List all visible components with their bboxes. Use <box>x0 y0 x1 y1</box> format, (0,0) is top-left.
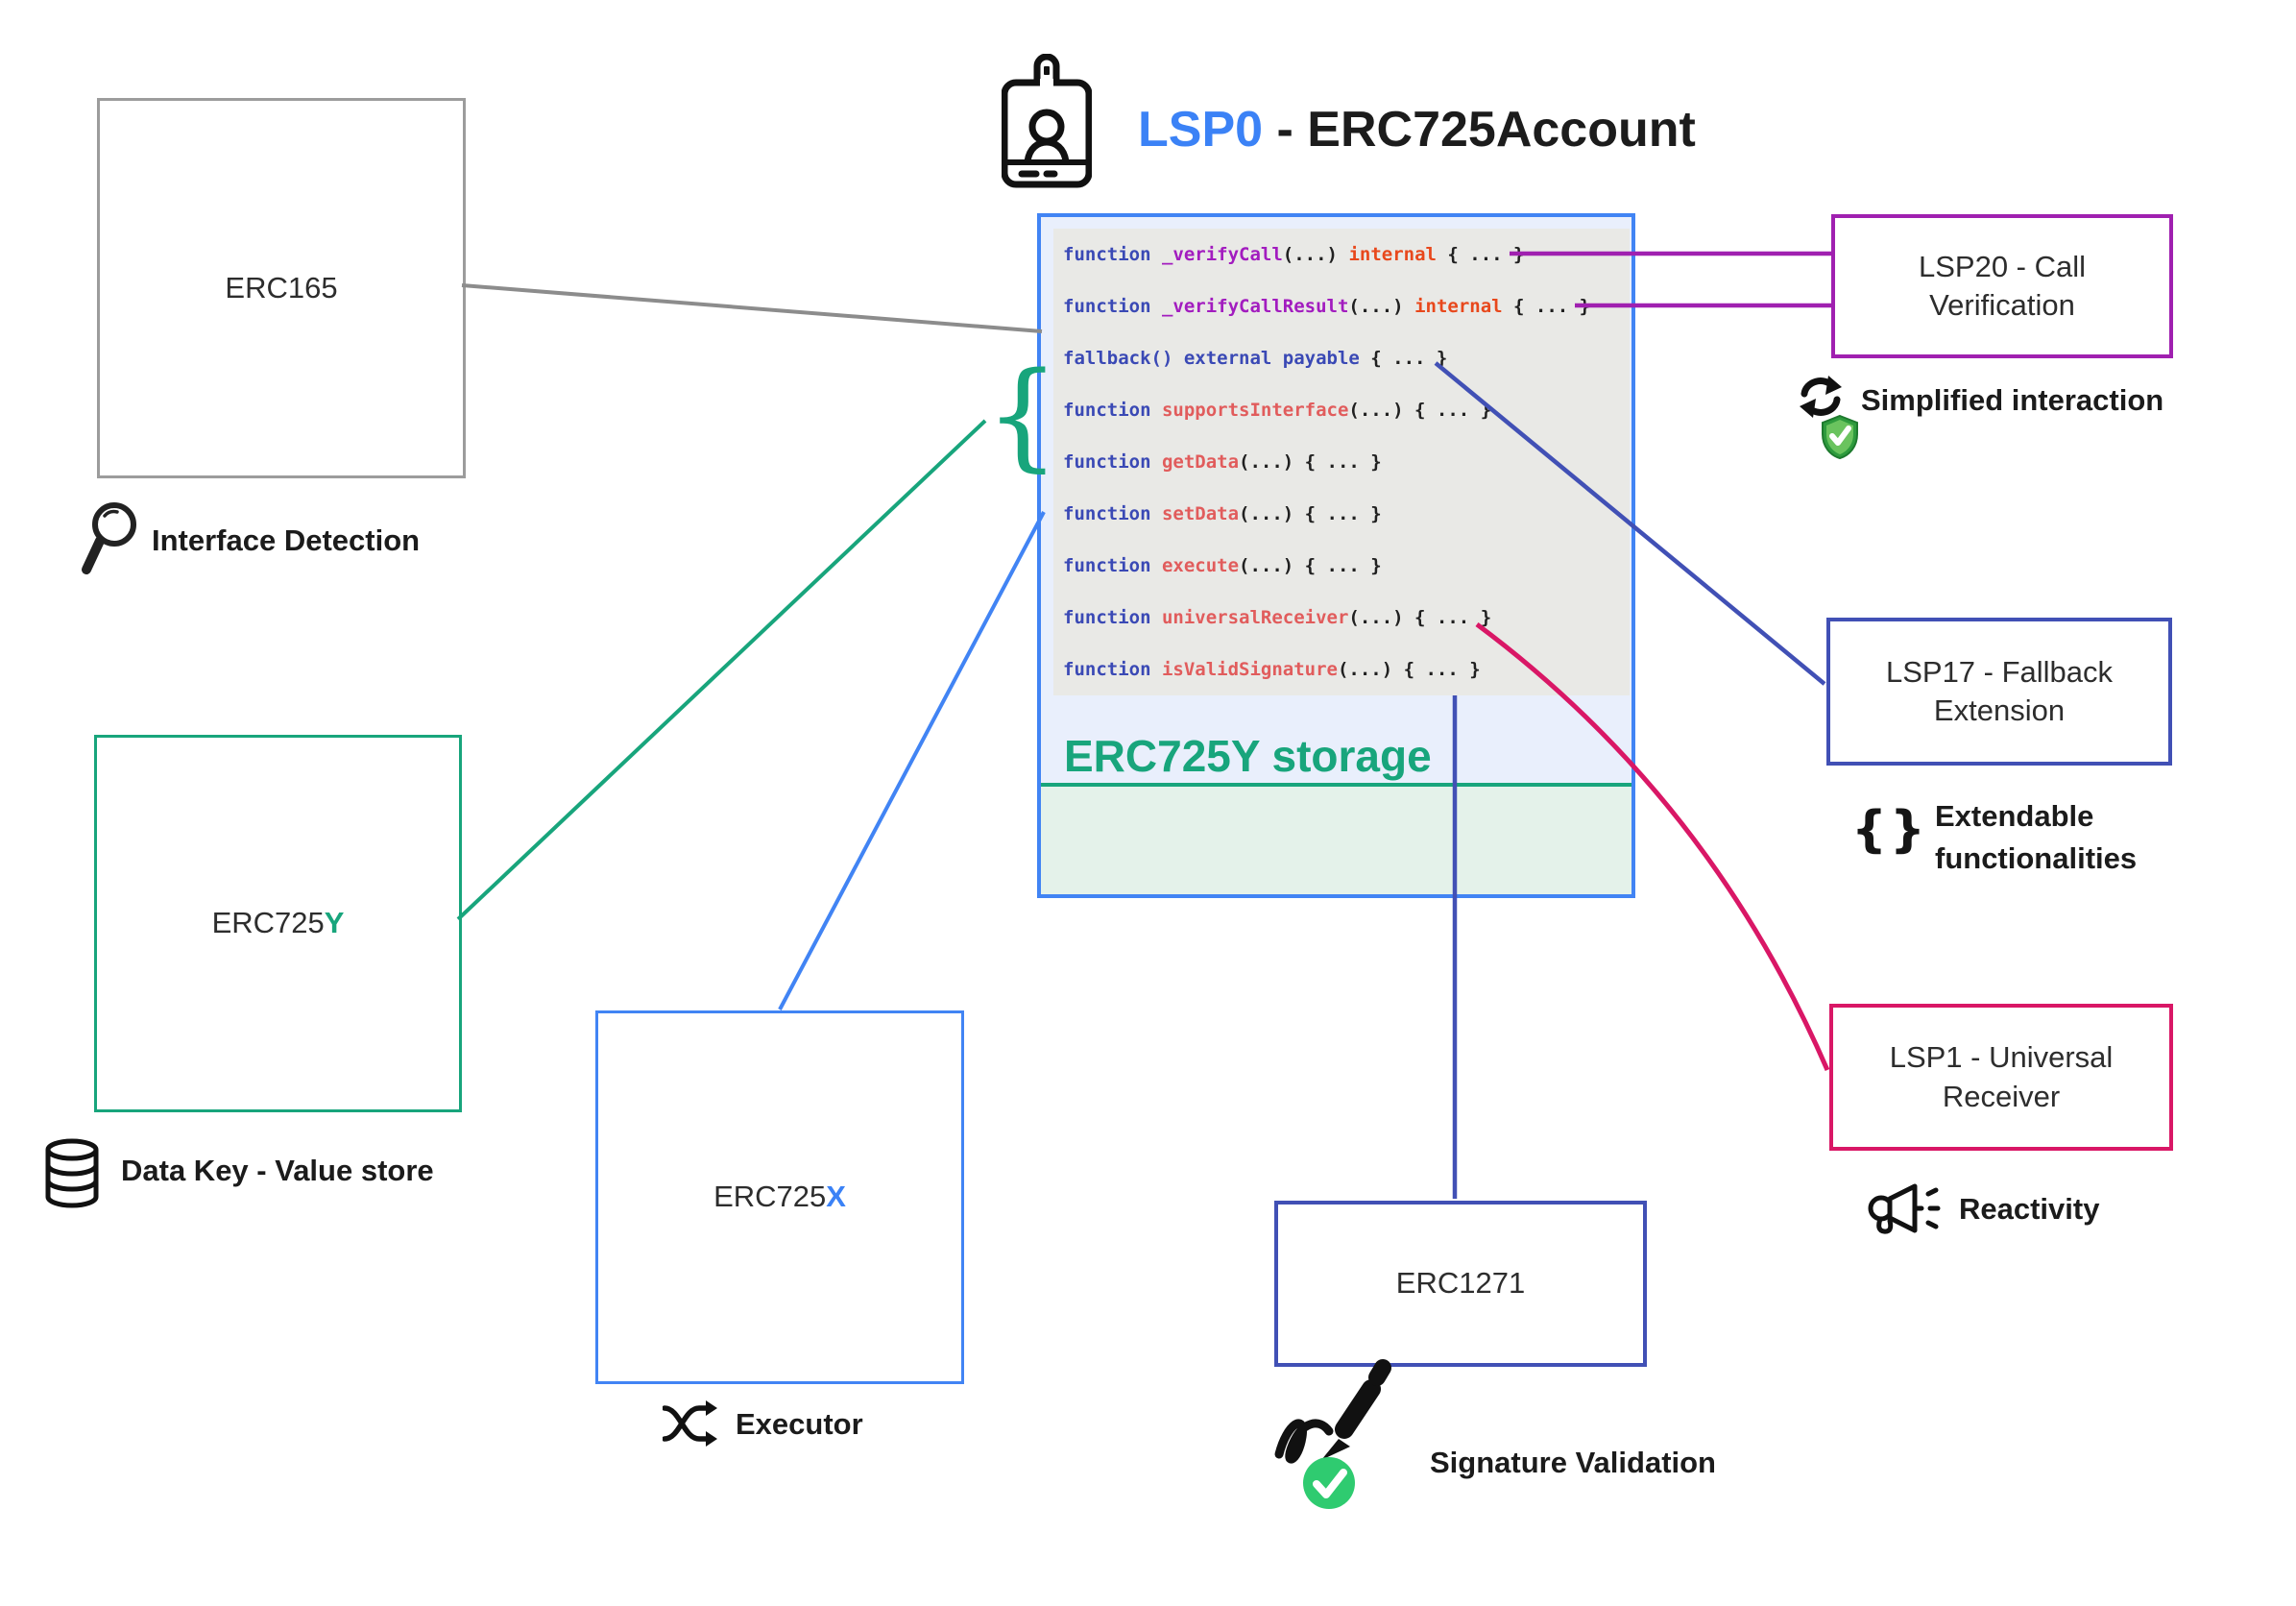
code-line: function execute(...) { ... } <box>1063 555 1382 576</box>
box-lsp17: LSP17 - Fallback Extension <box>1826 618 2172 766</box>
box-erc165-label: ERC165 <box>225 270 338 304</box>
code-line: fallback() external payable { ... } <box>1063 348 1448 369</box>
box-erc725y-label: ERC725Y <box>212 904 345 942</box>
signature-icon <box>1274 1359 1391 1509</box>
box-erc725y-prefix: ERC725 <box>211 906 325 940</box>
code-line: function isValidSignature(...) { ... } <box>1063 659 1481 680</box>
caption-signature-validation: Signature Validation <box>1430 1446 1716 1479</box>
page-title-highlight: LSP0 <box>1138 102 1264 158</box>
code-line: function _verifyCallResult(...) internal… <box>1063 296 1591 317</box>
code-panel: function _verifyCall(...) internal { ...… <box>1053 229 1630 695</box>
shield-check-icon <box>1822 414 1858 460</box>
box-lsp20: LSP20 - Call Verification <box>1831 214 2173 358</box>
grouping-brace: { <box>985 347 1060 483</box>
code-line: function universalReceiver(...) { ... } <box>1063 607 1492 628</box>
caption-simplified-interaction: Simplified interaction <box>1861 383 2164 417</box>
page-title: LSP0 - ERC725Account <box>1138 99 1696 160</box>
box-erc725y-suffix: Y <box>324 906 345 940</box>
page-title-rest: - ERC725Account <box>1263 102 1696 158</box>
box-lsp17-label: LSP17 - Fallback Extension <box>1885 654 2114 727</box>
connector-erc725x <box>778 511 1046 1010</box>
caption-data-key-value-store: Data Key - Value store <box>121 1154 434 1187</box>
connector-erc165 <box>461 283 1043 333</box>
box-erc725x-prefix: ERC725 <box>713 1180 827 1214</box>
box-lsp1: LSP1 - Universal Receiver <box>1829 1004 2173 1151</box>
code-line: function supportsInterface(...) { ... } <box>1063 400 1492 421</box>
box-erc1271-label: ERC1271 <box>1395 1266 1526 1301</box>
box-erc1271: ERC1271 <box>1274 1201 1647 1367</box>
caption-extendable-functionalities: Extendable functionalities <box>1935 799 2138 875</box>
box-erc165: ERC165 <box>97 98 466 478</box>
storage-label: ERC725Y storage <box>1064 731 1432 781</box>
id-badge-icon <box>1002 54 1092 188</box>
box-lsp1-label: LSP1 - Universal Receiver <box>1889 1040 2114 1113</box>
lsp0-main-box: function _verifyCall(...) internal { ...… <box>1037 213 1635 898</box>
box-erc725x-label: ERC725X <box>713 1178 846 1216</box>
megaphone-icon <box>1868 1183 1941 1234</box>
caption-reactivity: Reactivity <box>1959 1192 2100 1226</box>
code-lines: function _verifyCall(...) internal { ...… <box>1063 229 1630 695</box>
box-lsp20-label: LSP20 - Call Verification <box>1918 249 2087 322</box>
database-icon <box>45 1138 99 1208</box>
caption-executor: Executor <box>736 1407 863 1441</box>
check-circle-icon <box>1303 1457 1355 1509</box>
magnifier-icon <box>82 502 136 574</box>
box-erc725y: ERC725Y <box>94 735 462 1112</box>
storage-divider <box>1041 783 1631 787</box>
code-line: function setData(...) { ... } <box>1063 503 1382 524</box>
braces-icon: {} <box>1851 801 1929 859</box>
connector-erc725y <box>456 419 987 921</box>
storage-fill <box>1041 787 1631 894</box>
box-erc725x: ERC725X <box>595 1010 964 1384</box>
code-line: function _verifyCall(...) internal { ...… <box>1063 244 1525 265</box>
shuffle-icon <box>663 1400 717 1447</box>
code-line: function getData(...) { ... } <box>1063 451 1382 473</box>
caption-interface-detection: Interface Detection <box>152 523 421 557</box>
box-erc725x-suffix: X <box>826 1180 846 1214</box>
sync-icon <box>1800 376 1842 418</box>
